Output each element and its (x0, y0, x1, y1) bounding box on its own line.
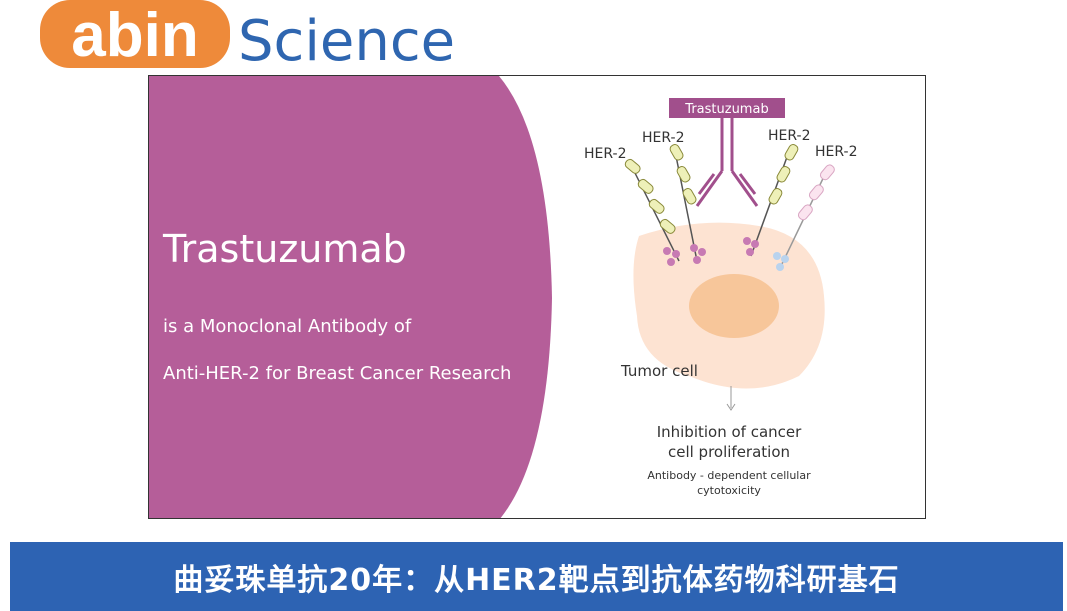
abin-science-logo: abin Science (38, 0, 518, 72)
her2-receptor-4 (773, 164, 835, 271)
antibody-label-box (669, 98, 785, 118)
result-arrow-icon (726, 403, 736, 411)
left-panel (149, 76, 552, 518)
left-title: Trastuzumab (162, 227, 407, 271)
left-line-2: Anti-HER-2 for Breast Cancer Research (163, 363, 511, 384)
her2-receptor-1 (624, 158, 680, 266)
bottom-banner: 曲妥珠单抗20年：从HER2靶点到抗体药物科研基石 (10, 542, 1063, 611)
tumor-cell-label: Tumor cell (620, 362, 698, 380)
her2-receptor-2 (669, 144, 706, 264)
her2-label-3: HER-2 (768, 128, 811, 144)
logo-graphic: abin Science (40, 0, 455, 72)
result-sub-2: cytotoxicity (697, 484, 761, 497)
her2-label-2: HER-2 (642, 130, 685, 146)
result-line-1: Inhibition of cancer (657, 423, 802, 441)
figure-canvas: Trastuzumab is a Monoclonal Antibody of … (149, 76, 858, 518)
result-sub-1: Antibody - dependent cellular (647, 469, 811, 482)
left-line-1: is a Monoclonal Antibody of (163, 316, 412, 337)
antibody-y (695, 118, 759, 207)
logo-badge (40, 0, 230, 68)
cell-nucleus (689, 274, 779, 338)
antibody-label: Trastuzumab (684, 102, 768, 117)
trastuzumab-figure: Trastuzumab is a Monoclonal Antibody of … (148, 75, 926, 519)
banner-text: 曲妥珠单抗20年：从HER2靶点到抗体药物科研基石 (173, 562, 900, 598)
logo-science-text: Science (238, 9, 455, 72)
logo-brand-text: abin (71, 1, 198, 70)
her2-label-4: HER-2 (815, 144, 858, 160)
her2-receptor-3 (743, 144, 799, 257)
result-line-2: cell proliferation (668, 443, 790, 461)
her2-label-1: HER-2 (584, 146, 627, 162)
